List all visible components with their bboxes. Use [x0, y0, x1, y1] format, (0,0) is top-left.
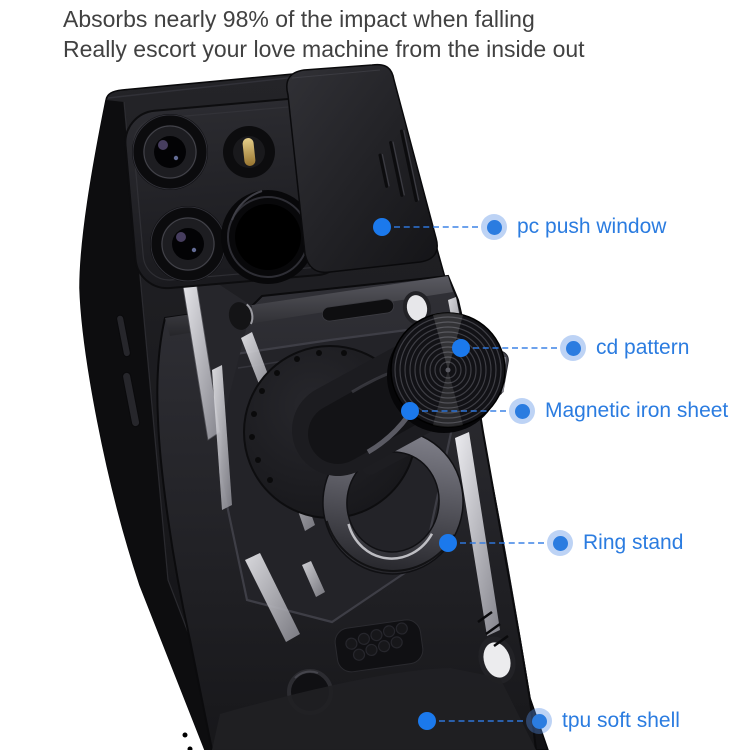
- base-nub-dots: [249, 350, 347, 483]
- target-dot-icon: [373, 218, 391, 236]
- tpu-bottom-bumper: [212, 668, 536, 750]
- marketing-header: Absorbs nearly 98% of the impact when fa…: [63, 4, 585, 64]
- target-dot-icon: [452, 339, 470, 357]
- callout-tpu-soft-shell: tpu soft shell: [418, 708, 680, 734]
- bottom-oval-cutout: [478, 636, 516, 684]
- camera-lens-bottom: [150, 206, 226, 282]
- label-dot-icon: [481, 214, 507, 240]
- slider-grip-lines-icon: [378, 129, 420, 203]
- power-button: [122, 371, 141, 428]
- dashed-connector: [439, 720, 523, 722]
- callout-ring-stand: Ring stand: [439, 530, 683, 556]
- case-side-face: [80, 100, 233, 750]
- target-dot-icon: [418, 712, 436, 730]
- camera-lens-top: [132, 114, 208, 190]
- corner-grip-lines: [477, 610, 509, 648]
- label-dot-icon: [547, 530, 573, 556]
- dashed-connector: [473, 347, 557, 349]
- camera-island: [124, 96, 348, 290]
- honeycomb-texture: [334, 619, 424, 673]
- target-dot-icon: [401, 402, 419, 420]
- mic-holes: [182, 732, 193, 750]
- label-dot-icon: [526, 708, 552, 734]
- cd-pattern-disc: [387, 312, 506, 433]
- callout-pc-push-window: pc push window: [373, 214, 666, 240]
- callout-label: cd pattern: [596, 336, 690, 359]
- label-dot-icon: [560, 335, 586, 361]
- lanyard-hole-right: [402, 291, 432, 325]
- target-dot-icon: [439, 534, 457, 552]
- callout-cd-pattern: cd pattern: [452, 335, 689, 361]
- callout-magnetic-iron-sheet: Magnetic iron sheet: [401, 398, 728, 424]
- volume-button: [116, 314, 131, 358]
- lanyard-hole-left: [228, 302, 254, 330]
- callout-label: Magnetic iron sheet: [545, 399, 729, 422]
- dashed-connector: [394, 226, 478, 228]
- camera-flash: [223, 126, 275, 178]
- side-buttons: [116, 314, 141, 428]
- header-line-2: Really escort your love machine from the…: [63, 36, 585, 62]
- header-line-1: Absorbs nearly 98% of the impact when fa…: [63, 6, 535, 32]
- dashed-connector: [422, 410, 506, 412]
- dashed-connector: [460, 542, 544, 544]
- label-dot-icon: [509, 398, 535, 424]
- callout-label: tpu soft shell: [562, 709, 680, 732]
- kickstand-assembly: [243, 312, 509, 575]
- main-camera-lens: [221, 190, 315, 284]
- callout-label: Ring stand: [583, 531, 684, 554]
- callout-label: pc push window: [517, 215, 667, 238]
- pc-push-window-slider: [286, 63, 438, 274]
